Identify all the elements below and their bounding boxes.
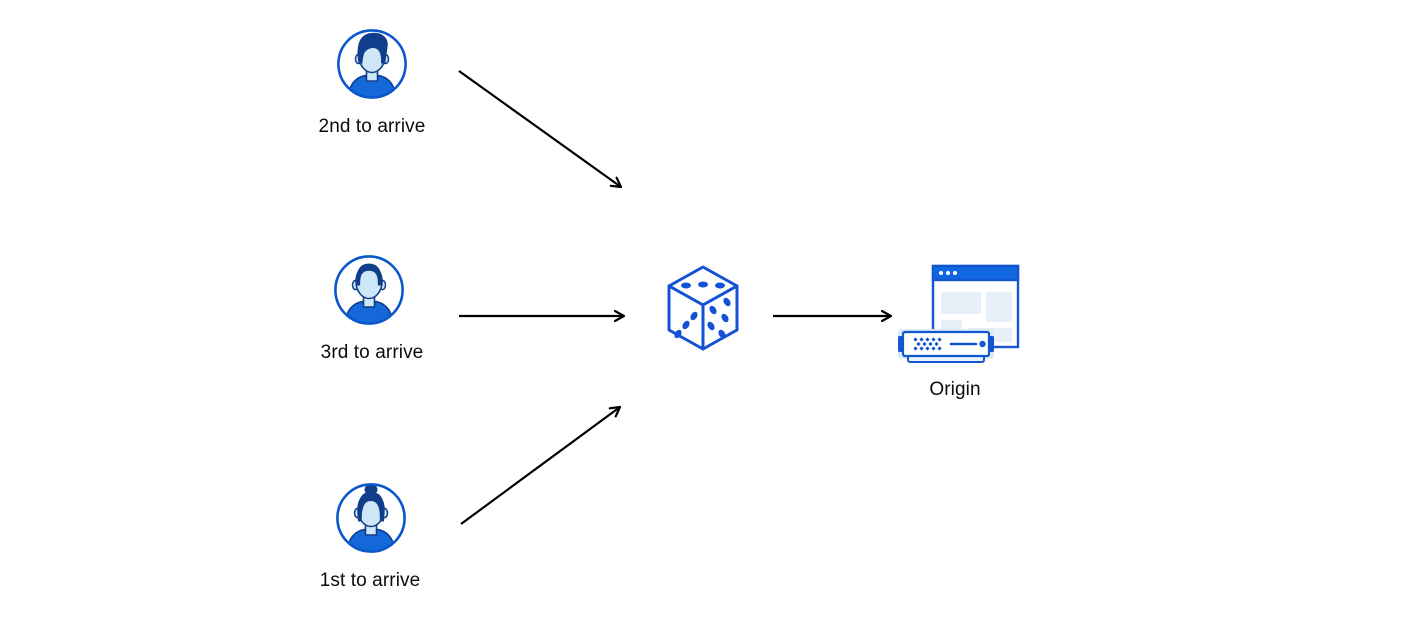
origin-browser-server-icon	[898, 264, 1020, 363]
node-client-first: 1st to arrive	[320, 480, 420, 591]
label-client-third: 3rd to arrive	[320, 342, 424, 363]
user-avatar-man-swept-hair-icon	[337, 29, 407, 99]
arrow-client-first-to-selector	[460, 405, 622, 525]
node-client-third: 3rd to arrive	[321, 252, 423, 363]
label-origin: Origin	[929, 379, 981, 400]
label-client-first: 1st to arrive	[319, 570, 421, 591]
label-client-second: 2nd to arrive	[318, 116, 426, 137]
user-avatar-man-short-hair-icon	[334, 255, 404, 325]
dice-icon	[667, 265, 739, 351]
arrow-client-second-to-selector	[458, 70, 623, 189]
node-client-second: 2nd to arrive	[319, 26, 425, 137]
node-selector	[666, 264, 740, 357]
node-origin: Origin	[888, 258, 1023, 400]
user-avatar-woman-bun-icon	[336, 483, 406, 553]
